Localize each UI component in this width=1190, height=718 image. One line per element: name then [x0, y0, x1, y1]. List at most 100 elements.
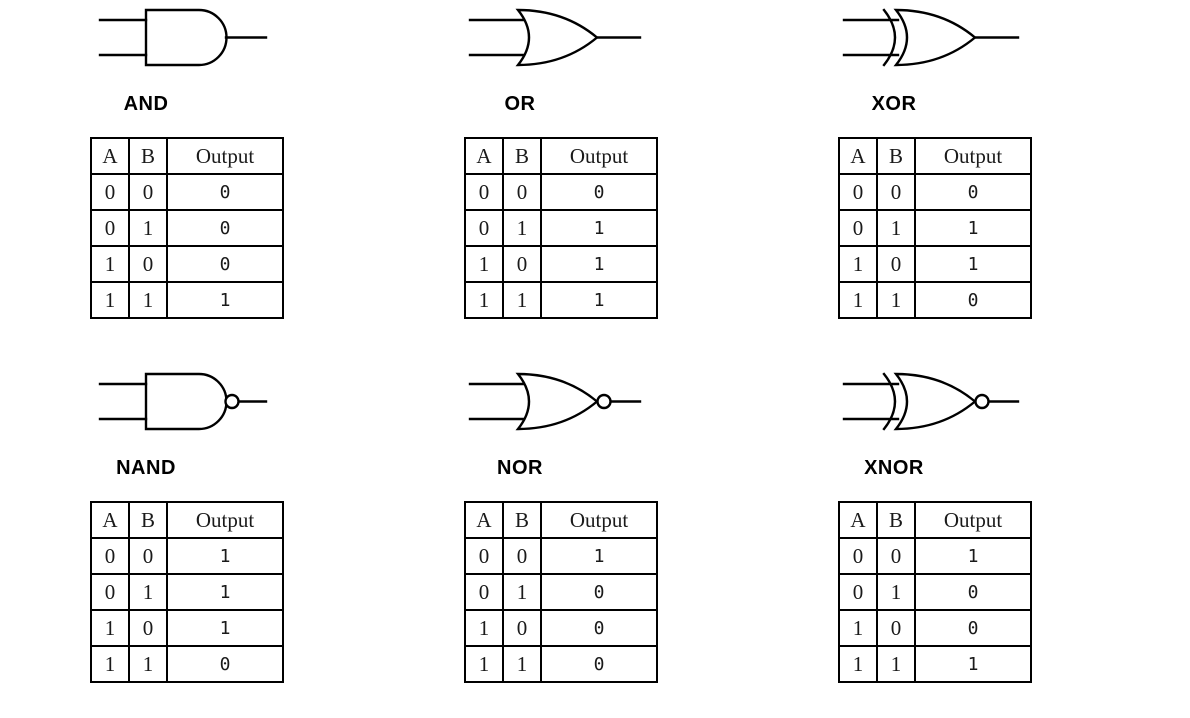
table-row: 0 1 1: [838, 209, 1032, 247]
header-a: A: [838, 501, 878, 539]
truth-table-nand: A B Output 0 0 1 0 1 1 1 0: [90, 501, 284, 683]
cell-output: 1: [166, 573, 284, 611]
cell-output: 1: [540, 245, 658, 283]
gate-card-xor: XOR A B Output 0 0 0 0 1 1: [748, 0, 1122, 354]
truth-table-nor: A B Output 0 0 1 0 1 0 1 0: [464, 501, 658, 683]
table-header-row: A B Output: [838, 501, 1032, 539]
cell-a: 0: [838, 573, 878, 611]
cell-a: 0: [464, 537, 504, 575]
table-row: 1 0 1: [838, 245, 1032, 283]
cell-output: 0: [914, 173, 1032, 211]
cell-a: 1: [838, 281, 878, 319]
table-row: 1 1 1: [838, 645, 1032, 683]
cell-b: 1: [876, 209, 916, 247]
and-body: [144, 8, 228, 67]
gate-label-xnor: XNOR: [864, 457, 924, 479]
cell-b: 0: [502, 173, 542, 211]
cell-a: 1: [838, 245, 878, 283]
table-row: 0 0 1: [90, 537, 284, 575]
header-b: B: [128, 137, 168, 175]
table-row: 0 1 0: [838, 573, 1032, 611]
xor-gate-symbol: [748, 0, 1122, 82]
cell-b: 0: [876, 609, 916, 647]
or-body: [515, 8, 599, 67]
cell-b: 0: [128, 173, 168, 211]
header-a: A: [464, 137, 504, 175]
cell-a: 0: [838, 209, 878, 247]
table-row: 0 0 0: [90, 173, 284, 211]
gate-label-nor: NOR: [497, 457, 543, 479]
xor-body: [893, 8, 977, 67]
table-header-row: A B Output: [464, 501, 658, 539]
inversion-bubble-icon: [974, 393, 990, 410]
cell-output: 0: [166, 209, 284, 247]
table-header-row: A B Output: [90, 137, 284, 175]
cell-output: 0: [540, 173, 658, 211]
cell-output: 0: [914, 281, 1032, 319]
xor-outer-arc: [882, 8, 897, 67]
cell-output: 1: [540, 537, 658, 575]
header-b: B: [876, 501, 916, 539]
cell-b: 0: [876, 245, 916, 283]
cell-b: 1: [128, 645, 168, 683]
table-row: 0 1 1: [90, 573, 284, 611]
nand-gate-symbol: [0, 364, 374, 446]
table-row: 1 0 1: [90, 609, 284, 647]
truth-table-or: A B Output 0 0 0 0 1 1 1 0: [464, 137, 658, 319]
cell-a: 0: [464, 573, 504, 611]
cell-output: 0: [166, 245, 284, 283]
table-row: 1 0 1: [464, 245, 658, 283]
cell-a: 1: [464, 645, 504, 683]
table-row: 1 0 0: [90, 245, 284, 283]
cell-output: 1: [540, 281, 658, 319]
header-a: A: [90, 501, 130, 539]
cell-output: 1: [914, 209, 1032, 247]
header-a: A: [838, 137, 878, 175]
table-header-row: A B Output: [464, 137, 658, 175]
cell-output: 0: [914, 609, 1032, 647]
table-row: 1 1 1: [90, 281, 284, 319]
table-row: 1 0 0: [464, 609, 658, 647]
cell-b: 0: [502, 609, 542, 647]
table-header-row: A B Output: [90, 501, 284, 539]
cell-output: 0: [540, 609, 658, 647]
cell-a: 1: [838, 645, 878, 683]
cell-b: 1: [876, 645, 916, 683]
gate-label-xor: XOR: [871, 93, 917, 115]
and-body: [144, 372, 228, 431]
header-output: Output: [540, 137, 658, 175]
header-a: A: [464, 501, 504, 539]
header-output: Output: [914, 137, 1032, 175]
cell-output: 1: [166, 537, 284, 575]
cell-a: 1: [90, 245, 130, 283]
cell-output: 1: [540, 209, 658, 247]
table-row: 1 1 0: [838, 281, 1032, 319]
header-output: Output: [540, 501, 658, 539]
cell-b: 1: [502, 281, 542, 319]
cell-output: 1: [914, 537, 1032, 575]
header-output: Output: [166, 501, 284, 539]
cell-b: 0: [502, 245, 542, 283]
cell-a: 1: [464, 281, 504, 319]
or-gate-symbol: [374, 0, 748, 82]
gate-card-nand: NAND A B Output 0 0 1 0 1 1: [0, 364, 374, 718]
gate-label-or: OR: [504, 93, 536, 115]
cell-b: 0: [128, 609, 168, 647]
cell-b: 1: [128, 281, 168, 319]
truth-table-xnor: A B Output 0 0 1 0 1 0 1 0: [838, 501, 1032, 683]
cell-output: 0: [166, 645, 284, 683]
cell-a: 1: [838, 609, 878, 647]
table-row: 0 0 1: [838, 537, 1032, 575]
cell-a: 0: [464, 209, 504, 247]
header-a: A: [90, 137, 130, 175]
cell-b: 0: [876, 537, 916, 575]
cell-b: 1: [876, 573, 916, 611]
table-row: 1 0 0: [838, 609, 1032, 647]
cell-b: 1: [128, 573, 168, 611]
cell-b: 1: [502, 573, 542, 611]
table-row: 1 1 0: [90, 645, 284, 683]
table-row: 0 0 0: [838, 173, 1032, 211]
cell-a: 1: [464, 609, 504, 647]
cell-b: 0: [876, 173, 916, 211]
